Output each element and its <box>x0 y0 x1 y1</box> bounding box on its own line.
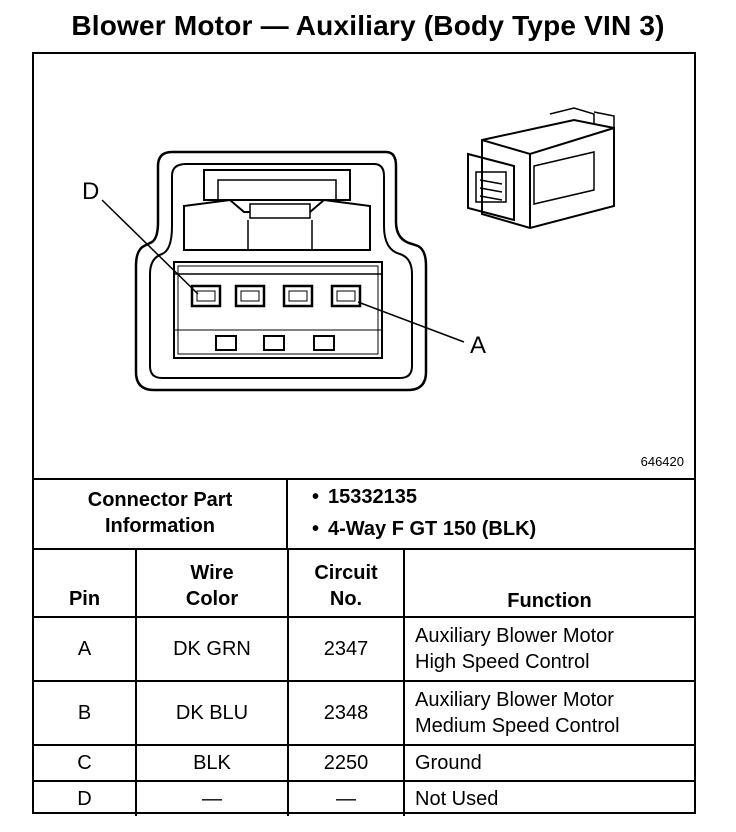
table-row: C BLK 2250 Ground <box>34 744 694 782</box>
callout-d: D <box>82 178 100 205</box>
cell-wire-color: BLK <box>135 744 289 782</box>
table-header-row: Pin Wire Color Circuit No. Function <box>34 550 694 618</box>
cavity-body <box>173 261 383 359</box>
header-function: Function <box>403 550 694 618</box>
latch-outer <box>203 169 351 201</box>
table-row: A DK GRN 2347 Auxiliary Blower Motor Hig… <box>34 616 694 682</box>
cell-pin: A <box>34 616 137 682</box>
connector-sheet: D A 646420 Connector Part Information 15… <box>32 52 696 816</box>
connector-info-label-line2: Information <box>105 515 215 537</box>
connector-outer-shell <box>134 150 428 392</box>
pin-table: Pin Wire Color Circuit No. Function A DK… <box>34 550 694 816</box>
cell-function: Not Used <box>403 780 694 816</box>
cell-function-line2: High Speed Control <box>415 651 590 673</box>
cell-pin: B <box>34 680 137 746</box>
cell-pin: C <box>34 744 137 782</box>
cell-function: Ground <box>403 744 694 782</box>
cell-circuit: 2348 <box>287 680 405 746</box>
table-row: B DK BLU 2348 Auxiliary Blower Motor Med… <box>34 680 694 746</box>
callout-a-leader <box>357 301 465 343</box>
connector-part-info: Connector Part Information 15332135 4-Wa… <box>34 478 694 550</box>
latch-ramp <box>183 198 371 251</box>
header-wire-color-line1: Wire <box>190 562 234 584</box>
connector-info-values: 15332135 4-Way F GT 150 (BLK) <box>288 478 694 548</box>
latch-inner <box>217 179 337 201</box>
page-title: Blower Motor — Auxiliary (Body Type VIN … <box>71 10 665 41</box>
cell-function: Auxiliary Blower Motor High Speed Contro… <box>403 616 694 682</box>
cell-circuit: 2347 <box>287 616 405 682</box>
connector-info-label: Connector Part Information <box>34 478 288 548</box>
connector-face-drawing <box>101 107 615 392</box>
table-row: D — — Not Used <box>34 780 694 816</box>
connector-3d-view <box>467 107 615 230</box>
cell-circuit: — <box>287 780 405 816</box>
header-wire-color: Wire Color <box>135 550 289 618</box>
connector-inner-shell <box>149 163 413 379</box>
connector-info-label-line1: Connector Part <box>87 489 233 511</box>
callout-a: A <box>470 332 487 359</box>
connector-diagram: D A 646420 <box>34 54 694 480</box>
callout-d-leader <box>101 199 199 295</box>
header-circuit-line2: No. <box>329 588 363 610</box>
cell-function: Auxiliary Blower Motor Medium Speed Cont… <box>403 680 694 746</box>
cell-pin: D <box>34 780 137 816</box>
cell-function-line2: Medium Speed Control <box>415 715 620 737</box>
part-number: 15332135 <box>288 481 694 513</box>
figure-id: 646420 <box>640 454 684 469</box>
terminal-cavities <box>190 284 362 308</box>
cell-wire-color: DK BLU <box>135 680 289 746</box>
cell-circuit: 2250 <box>287 744 405 782</box>
cell-wire-color: DK GRN <box>135 616 289 682</box>
cell-function-line1: Auxiliary Blower Motor <box>415 689 614 711</box>
header-wire-color-line2: Color <box>185 588 239 610</box>
latch-tab <box>249 203 311 219</box>
header-pin: Pin <box>34 550 137 618</box>
cell-function-line1: Auxiliary Blower Motor <box>415 625 614 647</box>
header-circuit-line1: Circuit <box>314 562 378 584</box>
header-circuit: Circuit No. <box>287 550 405 618</box>
cell-wire-color: — <box>135 780 289 816</box>
connector-description: 4-Way F GT 150 (BLK) <box>288 513 694 545</box>
